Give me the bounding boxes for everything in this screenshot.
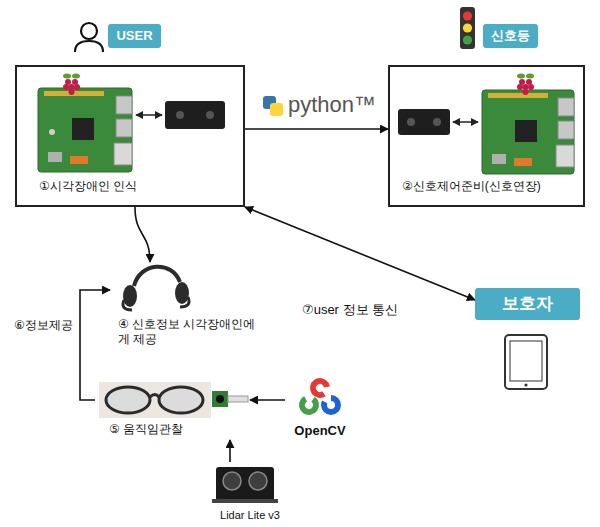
headphones-icon bbox=[123, 267, 189, 310]
connector-arrow bbox=[229, 440, 231, 462]
badge-label: 보호자 bbox=[502, 293, 553, 315]
connector-arrow bbox=[250, 399, 285, 401]
node-label: ①시각장애인 인식 bbox=[39, 179, 137, 195]
node-label: Lidar Lite v3 bbox=[220, 508, 280, 522]
raspberry-pi-board bbox=[482, 90, 574, 174]
connector-arrow bbox=[245, 207, 475, 300]
node-label: ②신호제어준비(신호연장) bbox=[402, 179, 541, 195]
link-arrow bbox=[136, 114, 162, 116]
connector-arrow bbox=[135, 207, 150, 262]
icon-node: Lidar Lite v3 bbox=[200, 462, 300, 524]
raspberry-logo bbox=[63, 74, 80, 96]
device-box: ①시각장애인 인식 bbox=[15, 65, 245, 207]
glasses-photo bbox=[99, 382, 211, 418]
lidar-sensor bbox=[212, 467, 278, 503]
edge-label: ⑦user 정보 통신 bbox=[300, 302, 400, 318]
edge-label: python™ bbox=[286, 92, 378, 118]
raspberry-pi-board bbox=[38, 88, 132, 172]
traffic-light-icon bbox=[460, 7, 475, 49]
link-arrow bbox=[453, 121, 478, 123]
icon-node: ④ 신호정보 시각장애인에게 제공 bbox=[110, 262, 260, 350]
badge-label: USER bbox=[116, 28, 152, 45]
camera-module bbox=[212, 391, 248, 407]
label-badge: 신호등 bbox=[483, 24, 538, 48]
edge-label: ⑥정보제공 bbox=[12, 318, 75, 332]
connector-arrow bbox=[80, 290, 110, 400]
node-label: ④ 신호정보 시각장애인에게 제공 bbox=[118, 317, 258, 348]
raspberry-logo bbox=[517, 74, 534, 96]
label-badge: 보호자 bbox=[475, 288, 580, 320]
tablet-icon bbox=[505, 335, 547, 389]
label-badge: USER bbox=[108, 24, 161, 48]
device-box: ②신호제어준비(신호연장) bbox=[388, 65, 585, 207]
sensor-module bbox=[398, 109, 450, 135]
node-label: OpenCV bbox=[294, 423, 345, 440]
icon-node: ⑤ 움직임관찰 bbox=[95, 380, 250, 440]
opencv-logo bbox=[299, 378, 338, 414]
python-logo bbox=[263, 96, 283, 116]
sensor-module bbox=[165, 101, 225, 129]
user-icon bbox=[75, 23, 103, 52]
icon-node: OpenCV bbox=[285, 376, 355, 442]
badge-label: 신호등 bbox=[491, 28, 530, 45]
connector-arrow bbox=[245, 128, 388, 130]
node-label: ⑤ 움직임관찰 bbox=[109, 422, 183, 438]
